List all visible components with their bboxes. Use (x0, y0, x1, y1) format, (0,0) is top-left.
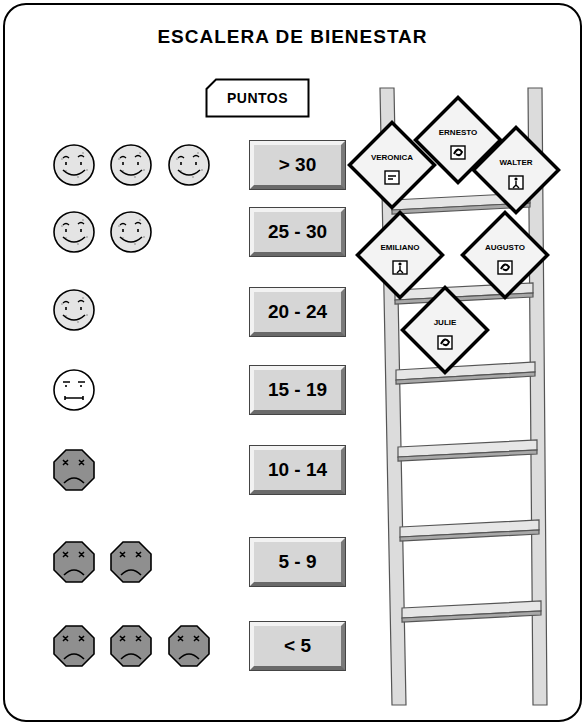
sad-face (111, 542, 151, 582)
person-name: EMILIANO (355, 243, 445, 252)
name-diamond: EMILIANO (355, 210, 445, 300)
icon-head (514, 177, 517, 180)
score-range: 20 - 24 (268, 301, 327, 323)
icon-frame (385, 171, 399, 184)
points-heading: PUNTOS (227, 90, 288, 106)
happy-face (111, 212, 151, 252)
score-range-box: < 5 (250, 622, 345, 670)
name-tag-icon (498, 261, 512, 274)
diamond-shape (358, 213, 443, 298)
score-range-box: 25 - 30 (250, 208, 345, 256)
label-box: PUNTOS (205, 78, 310, 118)
diamond-outline (460, 210, 550, 300)
faces (54, 145, 209, 666)
score-range: 10 - 14 (268, 459, 327, 481)
name-diamond: WALTER (471, 125, 561, 215)
icon-frame (509, 176, 523, 189)
icon-lines (388, 176, 396, 179)
diamond-outline (355, 210, 445, 300)
frame (4, 4, 581, 721)
name-tag-icon (393, 261, 407, 274)
box-shape (207, 80, 309, 117)
name-tag-icon (451, 146, 465, 159)
name-diamond: AUGUSTO (460, 210, 550, 300)
sad-face (169, 626, 209, 666)
happy-face (111, 145, 151, 185)
icon-body (513, 181, 519, 188)
diamond-outline (400, 285, 490, 375)
name-tag-icon (385, 171, 399, 184)
diamond-shape (474, 128, 559, 213)
score-range-box: 10 - 14 (250, 446, 345, 494)
person-name: WALTER (471, 158, 561, 167)
icon-frame (438, 336, 452, 349)
score-range-box: 15 - 19 (250, 366, 345, 414)
person-name: AUGUSTO (460, 243, 550, 252)
happy-face (54, 145, 94, 185)
icon-swirl (441, 339, 449, 345)
name-tag-icon (509, 176, 523, 189)
icon-frame (498, 261, 512, 274)
icon-frame (393, 261, 407, 274)
score-range: 25 - 30 (268, 221, 327, 243)
name-tag-icon (438, 336, 452, 349)
neutral-face (54, 370, 94, 410)
happy-face (54, 290, 94, 330)
sad-face (54, 450, 94, 490)
score-range: > 30 (279, 154, 317, 176)
diagram-title: ESCALERA DE BIENESTAR (0, 26, 585, 48)
happy-face (169, 145, 209, 185)
happy-face (54, 212, 94, 252)
sad-face (54, 626, 94, 666)
score-range-box: 5 - 9 (250, 538, 345, 586)
person-name: ERNESTO (413, 128, 503, 137)
icon-body (397, 266, 403, 273)
person-name: JULIE (400, 318, 490, 327)
score-range: 5 - 9 (278, 551, 316, 573)
diamond-shape (463, 213, 548, 298)
score-range: < 5 (284, 635, 311, 657)
score-range-box: 20 - 24 (250, 288, 345, 336)
person-name: VERONICA (347, 153, 437, 162)
name-diamond: JULIE (400, 285, 490, 375)
sad-face (111, 626, 151, 666)
icon-swirl (454, 149, 462, 155)
icon-frame (451, 146, 465, 159)
diamond-outline (471, 125, 561, 215)
score-range: 15 - 19 (268, 379, 327, 401)
score-range-box: > 30 (250, 141, 345, 189)
sad-face (54, 542, 94, 582)
icon-swirl (501, 264, 509, 270)
diamond-shape (403, 288, 488, 373)
icon-head (398, 262, 401, 265)
